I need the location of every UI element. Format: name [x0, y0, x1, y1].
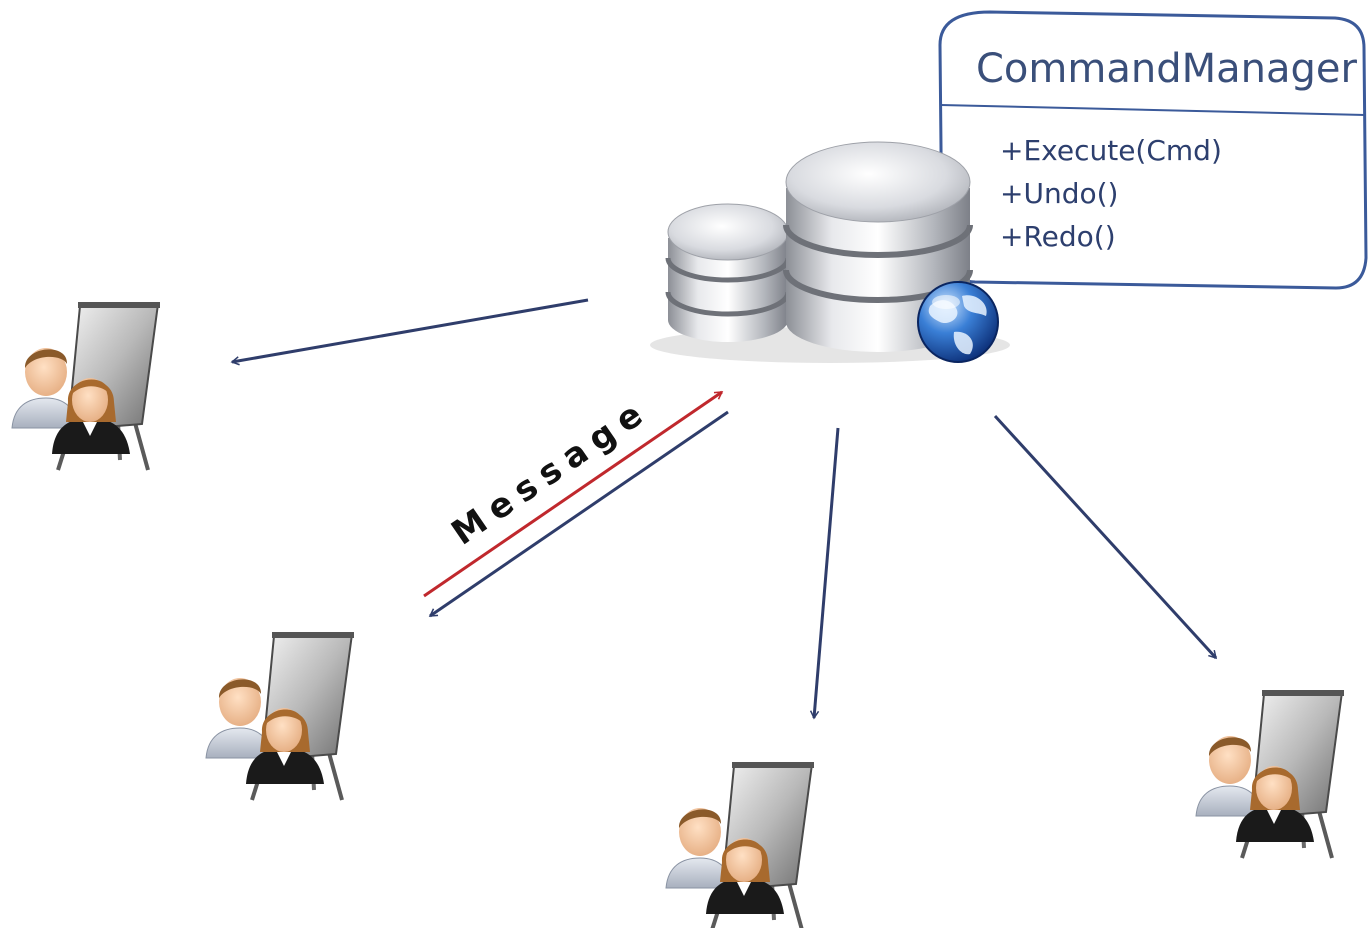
- command-manager-class-box: CommandManager +Execute(Cmd) +Undo() +Re…: [938, 10, 1368, 290]
- client-icon-right: [1194, 688, 1346, 860]
- arrow-to-client-bottom: [809, 427, 840, 720]
- client-icon-left: [10, 300, 162, 472]
- client-icon-bottom: [664, 760, 816, 928]
- message-label: Message: [444, 390, 657, 554]
- connector-arrows: [230, 298, 1218, 720]
- arrow-to-client-lower-left: [428, 410, 729, 618]
- arrow-to-client-left: [230, 298, 589, 366]
- database-server-icon: [650, 141, 1010, 363]
- small-disk-stack: [665, 203, 791, 342]
- class-method-execute: +Execute(Cmd): [1000, 134, 1222, 167]
- class-method-redo: +Redo(): [1000, 220, 1116, 253]
- client-icon-lower-left: [204, 630, 356, 802]
- class-method-undo: +Undo(): [1000, 177, 1118, 210]
- class-box-border: [938, 10, 1368, 290]
- class-name: CommandManager: [976, 46, 1357, 92]
- class-box-divider: [940, 104, 1366, 116]
- globe-icon: [917, 281, 999, 363]
- arrow-to-client-right: [993, 414, 1218, 660]
- message-arrow-to-server: [423, 390, 724, 598]
